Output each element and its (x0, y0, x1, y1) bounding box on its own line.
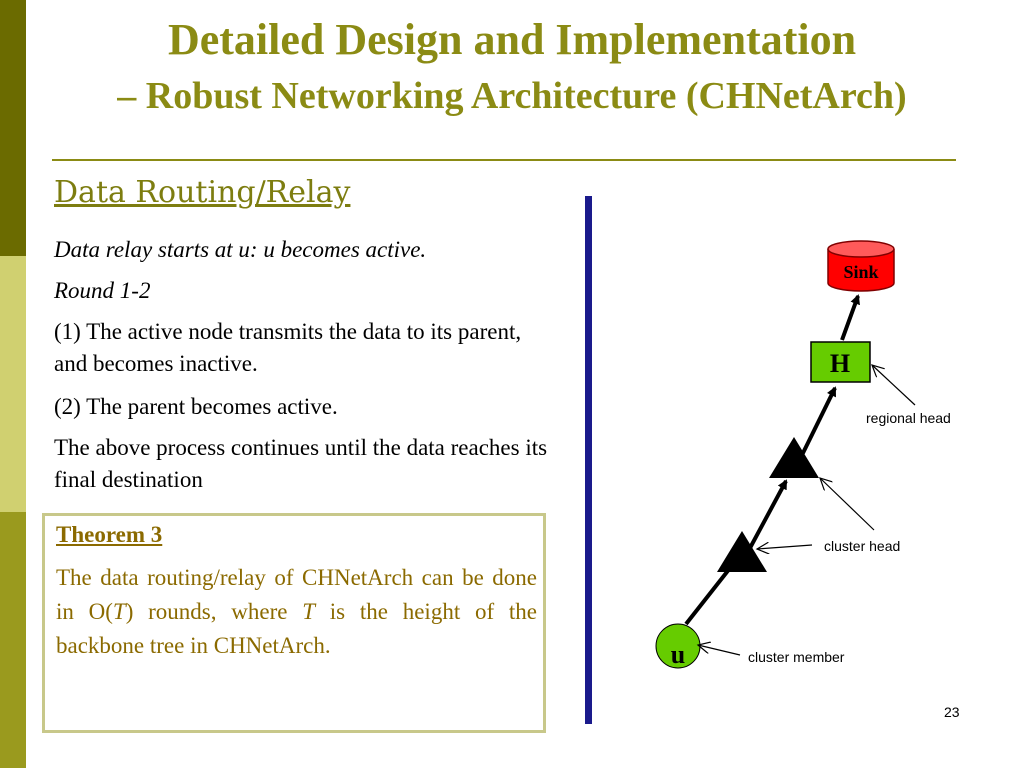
sink-label: Sink (843, 262, 878, 282)
regional-head-node: H (810, 341, 871, 383)
sink-node: Sink (827, 240, 895, 292)
edge-member-to-cluster-head (684, 561, 736, 626)
edge-regional-head-to-sink (840, 294, 860, 341)
theorem-body: The data routing/relay of CHNetArch can … (56, 561, 537, 663)
sidebar-band-middle (0, 256, 26, 512)
regional-head-caption: regional head (866, 410, 951, 426)
theorem-box: Theorem 3 The data routing/relay of CHNe… (42, 513, 546, 733)
section-heading: Data Routing/Relay (54, 175, 351, 210)
theorem-title: Theorem 3 (56, 522, 163, 547)
cluster-member-node: u (655, 623, 701, 669)
cluster-head-upper-icon (769, 437, 819, 478)
theorem-body-part3: is the height of the backbone tree in CH… (56, 599, 537, 658)
vertical-divider (585, 196, 592, 724)
edge-cluster-head-to-cluster-head (748, 479, 788, 549)
regional-head-node-label: H (830, 349, 850, 378)
cluster-head-caption: cluster head (824, 538, 900, 554)
step-1-text: (1) The active node transmits the data t… (54, 319, 522, 376)
edge-cluster-head-to-regional-head (800, 386, 837, 456)
slide-subtitle: – Robust Networking Architecture (CHNetA… (117, 75, 907, 117)
slide-title: Detailed Design and Implementation (167, 15, 857, 64)
step-2-text: (2) The parent becomes active. (54, 394, 338, 419)
theorem-body-part2: ) rounds, where (125, 599, 303, 624)
cluster-head-pointer-upper (820, 478, 875, 531)
theorem-variable-t-second: T (302, 599, 315, 624)
cluster-head-lower-icon (717, 531, 767, 572)
routing-diagram: Sink H u regional head cluster head clus… (655, 240, 951, 669)
cluster-member-node-label: u (671, 640, 685, 669)
theorem-variable-t: T (112, 599, 126, 624)
intro-text: Data relay starts at u: u becomes active… (54, 237, 427, 262)
title-underline (52, 159, 956, 161)
cluster-member-caption: cluster member (748, 649, 845, 665)
cluster-head-pointer-lower (757, 545, 813, 549)
round-text: Round 1-2 (54, 278, 151, 303)
regional-head-pointer (872, 365, 916, 406)
sidebar-band-bottom (0, 512, 26, 768)
theorem-body-part1: The data routing/relay of CHNetArch can … (56, 565, 537, 624)
conclusion-text: The above process continues until the da… (54, 435, 548, 492)
cluster-member-pointer (698, 645, 741, 656)
sidebar-band-top (0, 0, 26, 256)
page-number: 23 (944, 704, 960, 720)
